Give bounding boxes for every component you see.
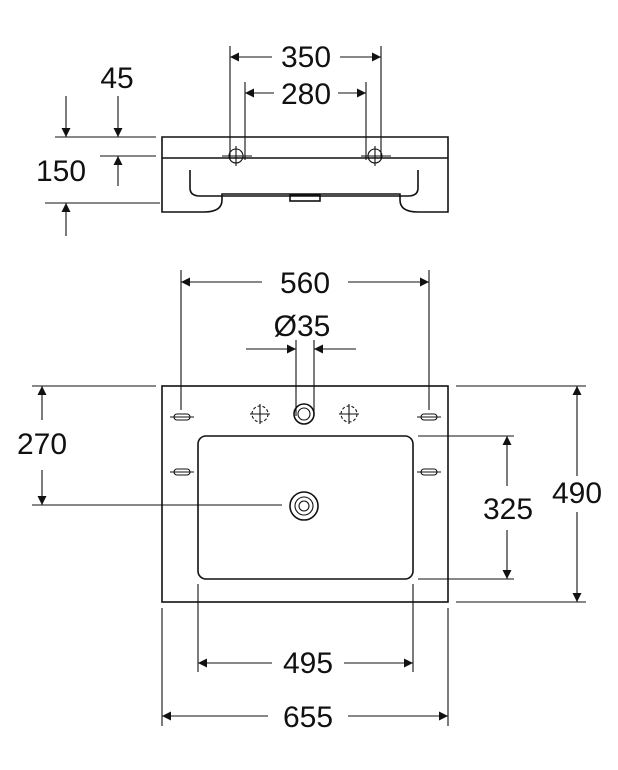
- side-view: 350 280 45 150: [36, 41, 449, 236]
- fixing-slot-bottom-left: [170, 468, 194, 476]
- dim-label-490: 490: [552, 477, 602, 510]
- side-view-fixing-hole-left: [222, 146, 252, 166]
- dim-label-45: 45: [100, 62, 133, 95]
- top-view: 560 Ø35 270 325 490 495: [17, 267, 602, 734]
- dim-label-560: 560: [280, 267, 330, 300]
- dim-label-495: 495: [283, 647, 333, 680]
- top-view-basin-outline: [161, 385, 449, 603]
- fixing-slot-top-left: [170, 413, 194, 421]
- dim-label-270: 270: [17, 428, 67, 461]
- top-view-bowl: [197, 435, 414, 580]
- optional-tap-hole-right: [339, 404, 359, 424]
- side-view-basin-outline: [161, 136, 449, 213]
- side-view-drain: [289, 194, 321, 202]
- dim-label-150: 150: [36, 155, 86, 188]
- side-view-bowl-line: [189, 170, 419, 197]
- dim-label-655: 655: [283, 701, 333, 734]
- dim-label-tap-hole: Ø35: [274, 310, 331, 343]
- dim-label-280: 280: [281, 78, 331, 111]
- tap-hole: [293, 403, 315, 425]
- fixing-slot-bottom-right: [417, 468, 441, 476]
- drain-outlet: [289, 491, 319, 521]
- optional-tap-hole-left: [250, 404, 270, 424]
- dim-label-350: 350: [281, 41, 331, 74]
- fixing-slot-top-right: [417, 413, 441, 421]
- dim-label-325: 325: [483, 493, 533, 526]
